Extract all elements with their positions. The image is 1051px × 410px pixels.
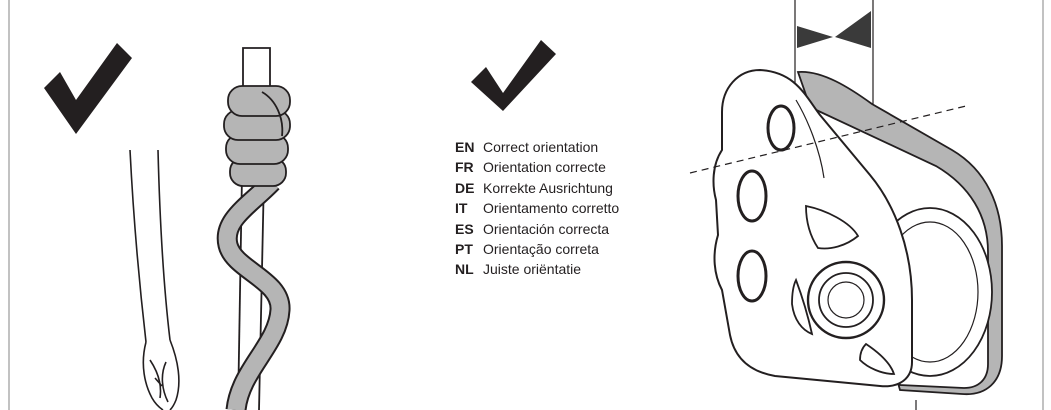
checkmark-icon [44,43,132,134]
rope-end-fray [169,339,180,410]
rope-end-fray [161,361,169,403]
pulley-hole-top [766,104,796,152]
knot-illustration [216,47,291,410]
language-code: NL [455,261,474,278]
caption-text: Orientação correta [483,240,599,257]
pulley-illustration [712,68,1003,395]
caption-text: Correct orientation [483,139,599,155]
language-code: FR [455,159,474,176]
caption-row-nl: NL Juiste oriëntatie [455,259,619,279]
pulley-plate-edge [795,99,825,179]
pulley-axle-center [827,281,865,319]
rope-end-illustration [129,149,180,410]
language-code: IT [455,200,468,217]
pulley-cutout-right [859,342,896,375]
caption-row-pt: PT Orientação correta [455,239,619,259]
caption-row-fr: FR Orientation correcte [455,157,619,177]
pulley-hole-middle [736,169,768,223]
caption-row-it: IT Orientamento corretto [455,198,619,218]
pulley-hole-bottom [736,249,768,303]
arrow-right-icon [797,26,833,48]
rope-end-fray [142,341,164,410]
checkmark-icon [471,40,556,111]
knot-coil [227,85,291,117]
twisted-strand [218,176,289,410]
arrow-left-icon [835,11,871,48]
rope-end-fray [149,359,162,399]
language-code: DE [455,179,475,196]
rope-edge-right [157,149,171,341]
knot-coil-crossing [261,91,284,137]
caption-text: Orientamento corretto [483,200,620,217]
rope-end-fray [154,377,163,387]
pulley-cutout-upper [805,204,860,250]
pulley-cutout-left [791,277,814,336]
caption-text: Orientación correcta [483,220,610,237]
rope-edge-left [129,149,147,343]
orientation-caption-list: EN Correct orientation FR Orientation corr… [455,137,619,280]
caption-text: Juiste oriëntatie [483,261,582,278]
language-code: EN [455,139,475,155]
caption-row-es: ES Orientación correcta [455,219,619,239]
caption-row-de: DE Korrekte Ausrichtung [455,178,619,198]
language-code: ES [455,220,474,237]
caption-text: Korrekte Ausrichtung [483,179,613,196]
caption-row-en: EN Correct orientation [455,137,619,157]
caption-text: Orientation correcte [483,159,606,176]
language-code: PT [455,240,473,257]
